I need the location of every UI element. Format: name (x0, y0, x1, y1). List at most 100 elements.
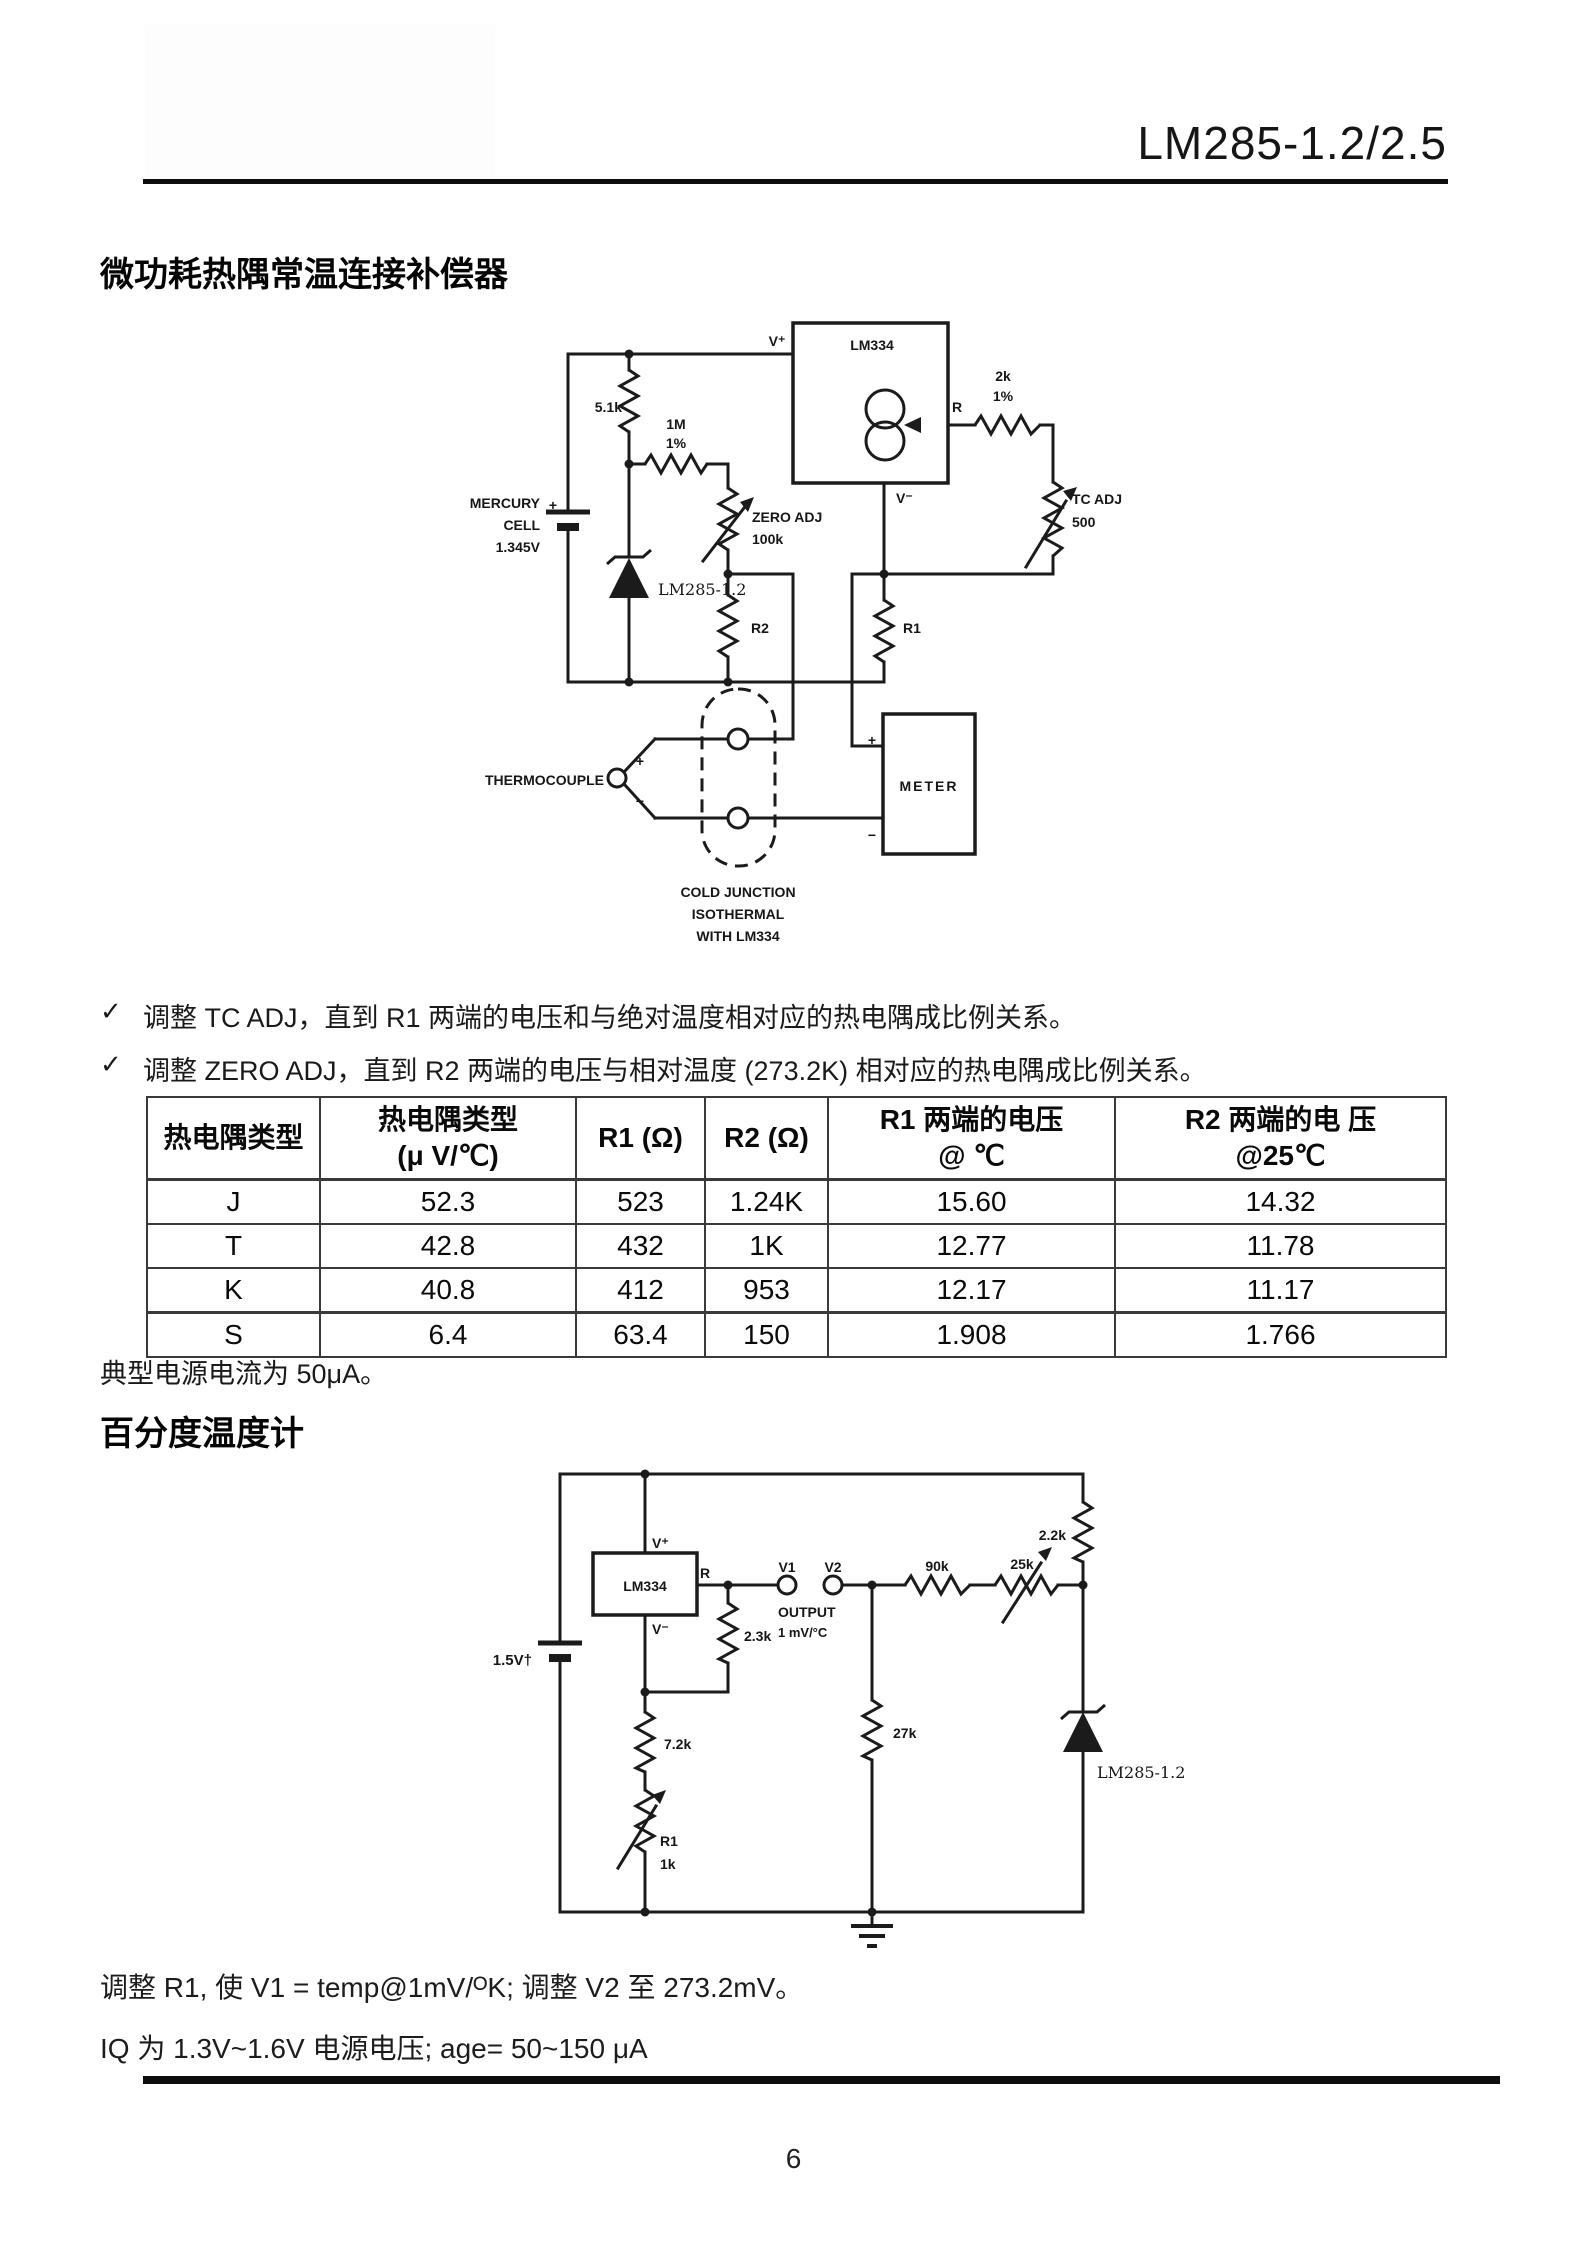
cell: 52.3 (319, 1178, 577, 1225)
label-bat-plus: + (549, 497, 557, 513)
label-1345v: 1.345V (496, 539, 541, 555)
ground-symbol (851, 1910, 893, 1948)
label-cj-2: ISOTHERMAL (692, 906, 785, 922)
cell: 12.17 (827, 1267, 1116, 1314)
header-rule (143, 179, 1448, 184)
label-vminus1: V⁻ (896, 490, 913, 506)
label-vplus2: V⁺ (652, 1535, 669, 1551)
label-5k1: 5.1k (595, 399, 622, 415)
cell: 432 (575, 1223, 706, 1269)
page-number: 6 (785, 2143, 802, 2174)
v1-terminal (776, 1574, 798, 1596)
section2-title: 百分度温度计 (100, 1415, 304, 1453)
resistor-2k3 (715, 1601, 741, 1665)
label-rpin1: R (952, 399, 962, 415)
battery-mercury-cell (546, 509, 590, 531)
cell: 15.60 (827, 1178, 1116, 1225)
lm334-box (791, 321, 950, 485)
col-header: 热电隅类型(μ V/℃) (319, 1096, 577, 1181)
cold-junction-contact-bottom (726, 806, 750, 830)
label-tc-plus: + (636, 753, 644, 769)
label-tc-adj: TC ADJ (1072, 491, 1122, 507)
col-header: R2 (Ω) (704, 1096, 829, 1181)
col-header: R1 两端的电压@ ℃ (827, 1096, 1116, 1181)
potentiometer-tc-adj (1023, 480, 1077, 570)
label-cj-3: WITH LM334 (696, 928, 779, 944)
logo-placeholder (145, 25, 495, 177)
cell: J (146, 1178, 321, 1225)
cell: T (146, 1223, 321, 1269)
cell: 1.908 (827, 1311, 1116, 1358)
current-source-symbol (864, 388, 921, 462)
lm334-box (591, 1551, 699, 1617)
cold-junction-dashed-oval (700, 687, 777, 868)
table-header-row: 热电隅类型 热电隅类型(μ V/℃) R1 (Ω) R2 (Ω) R1 两端的电… (146, 1096, 1447, 1181)
label-1m: 1M (666, 416, 685, 432)
label-cj-1: COLD JUNCTION (680, 884, 795, 900)
circuit-cold-junction-compensator: 5.1k 1M 1% MERCURY CELL 1.345V + ZERO AD… (470, 321, 1122, 944)
resistor-27k (859, 1698, 885, 1762)
zener-lm285 (1060, 1703, 1106, 1752)
col-header: R2 两端的电 压@25℃ (1114, 1096, 1447, 1181)
label-2k2: 2.2k (1039, 1527, 1066, 1543)
label-1m-tol: 1% (666, 435, 687, 451)
label-zener1: LM285-1.2 (658, 580, 746, 599)
label-mercury: MERCURY (470, 495, 541, 511)
battery-1v5 (538, 1640, 582, 1662)
resistor-90k (903, 1572, 972, 1598)
bullet-text: 调整 ZERO ADJ，直到 R2 两端的电压与相对温度 (273.2K) 相对… (143, 1056, 1207, 1086)
label-output: OUTPUT (778, 1604, 836, 1620)
footnote-iq: IQ 为 1.3V~1.6V 电源电压; age= 50~150 μA (100, 2033, 648, 2064)
label-100k: 100k (752, 531, 783, 547)
table-row: S 6.4 63.4 150 1.908 1.766 (146, 1311, 1447, 1358)
label-2k3: 2.3k (744, 1628, 771, 1644)
zener-lm285 (606, 548, 652, 598)
section1-title: 微功耗热隅常温连接补偿器 (100, 256, 508, 294)
cell: 14.32 (1114, 1178, 1447, 1225)
label-1k: 1k (660, 1856, 676, 1872)
bullet-tc-adj: ✓ 调整 TC ADJ，直到 R1 两端的电压和与绝对温度相对应的热电隅成比例关… (100, 996, 1500, 1035)
cell: S (146, 1311, 321, 1358)
meter-box (881, 712, 977, 856)
thermocouple-junction (606, 767, 628, 789)
cell: 523 (575, 1178, 706, 1225)
check-icon: ✓ (100, 1049, 122, 1079)
resistor-r1 (871, 598, 897, 664)
label-meter-minus: − (868, 827, 876, 843)
table-row: K 40.8 412 953 12.17 11.17 (146, 1267, 1447, 1314)
label-lm334-1: LM334 (850, 337, 894, 353)
cell: 1.766 (1114, 1311, 1447, 1358)
label-zero-adj: ZERO ADJ (752, 509, 822, 525)
bullet-text: 调整 TC ADJ，直到 R1 两端的电压和与绝对温度相对应的热电隅成比例关系。 (143, 1003, 1077, 1033)
check-icon: ✓ (100, 996, 122, 1026)
label-lm334-2: LM334 (623, 1578, 667, 1594)
label-r2: R2 (751, 620, 769, 636)
label-zener2: LM285-1.2 (1097, 1763, 1185, 1782)
resistor-7k2 (632, 1710, 658, 1774)
supply-current-note: 典型电源电流为 50μA。 (100, 1359, 388, 1389)
potentiometer-zero-adj (700, 486, 754, 564)
label-27k: 27k (893, 1725, 917, 1741)
junction-dots (640, 1469, 1088, 1917)
circuit-centigrade-thermometer: 1.5V† V⁺ LM334 R V⁻ V1 V2 OUTPUT 1 mV/°C… (493, 1469, 1185, 1948)
label-thermocouple: THERMOCOUPLE (485, 772, 604, 788)
label-meter: METER (900, 778, 959, 794)
label-v2: V2 (824, 1559, 841, 1575)
label-battery: 1.5V† (493, 1652, 532, 1669)
table-row: J 52.3 523 1.24K 15.60 14.32 (146, 1178, 1447, 1225)
resistor-2k2 (1070, 1500, 1096, 1564)
label-2k: 2k (995, 368, 1011, 384)
cell: 150 (704, 1311, 829, 1358)
potentiometer-r1 (615, 1788, 666, 1871)
cell: 1K (704, 1223, 829, 1269)
label-r1: R1 (903, 620, 921, 636)
doc-title: LM285-1.2/2.5 (1137, 117, 1447, 169)
resistor-5k1 (616, 368, 642, 434)
label-meter-plus: + (868, 732, 876, 748)
cell: K (146, 1267, 321, 1314)
bullet-zero-adj: ✓ 调整 ZERO ADJ，直到 R2 两端的电压与相对温度 (273.2K) … (100, 1049, 1500, 1088)
table-row: T 42.8 432 1K 12.77 11.78 (146, 1223, 1447, 1269)
cell: 63.4 (575, 1311, 706, 1358)
cell: 11.78 (1114, 1223, 1447, 1269)
